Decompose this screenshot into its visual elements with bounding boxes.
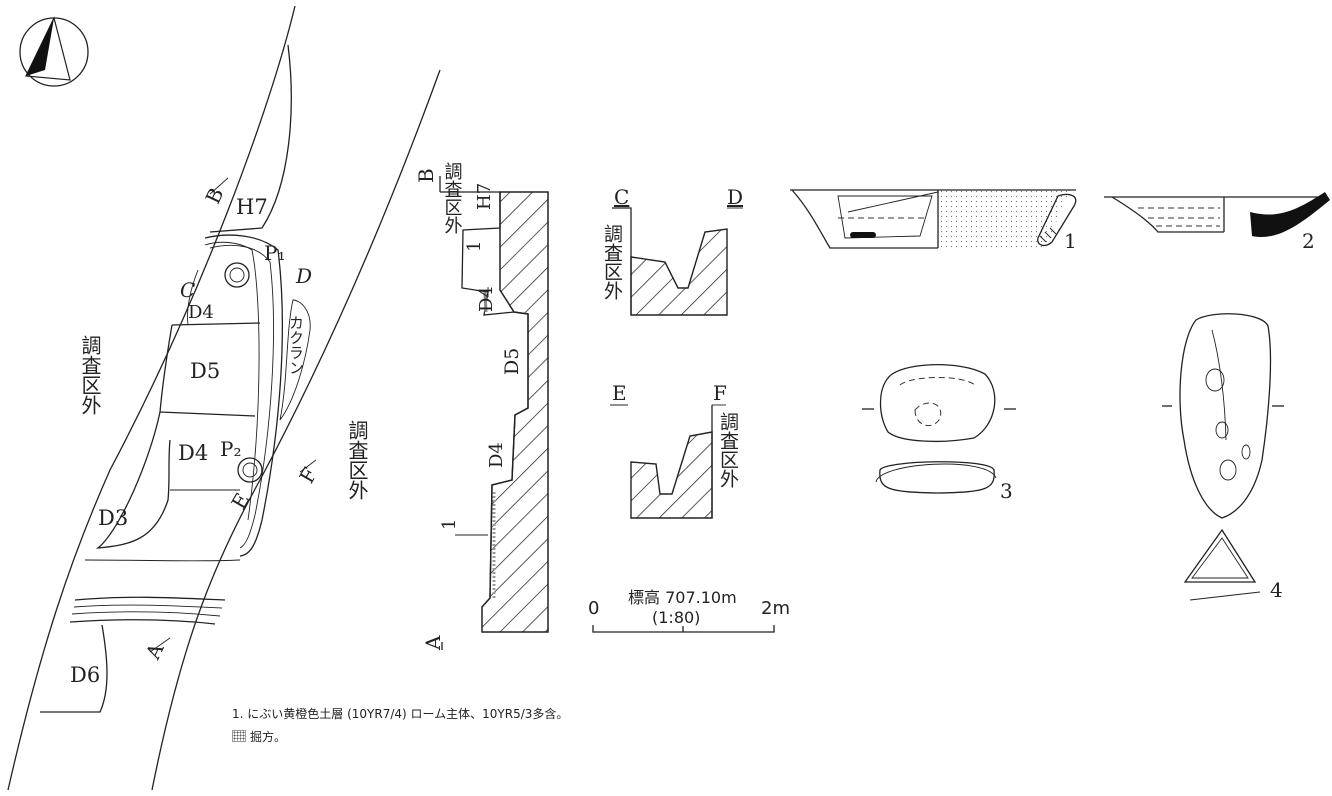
plan-label-d4-lower: D4 <box>178 441 208 465</box>
section-ef-hatch <box>630 431 713 519</box>
section-ab-label-1-bottom: 1 <box>439 519 460 530</box>
kakuran-outline <box>279 299 311 421</box>
artifact-3-label: 3 <box>1000 479 1013 503</box>
north-arrow-icon <box>19 16 89 87</box>
plan-label-d5: D5 <box>190 359 220 383</box>
section-ab-label-h7: H7 <box>474 183 495 210</box>
section-cd-label-c: C <box>614 185 629 209</box>
section-ef-label-f: F <box>713 381 727 405</box>
plan-label-kakuran: カクラン <box>287 315 305 375</box>
section-ef: E F 調査区外 <box>610 381 739 519</box>
section-ab-hatch <box>481 191 549 633</box>
section-ab-label-1-top: 1 <box>464 241 485 252</box>
plan-view: B H7 C D P₁ D4 D5 D4 P₂ E F D3 A D6 カクラン… <box>7 5 441 791</box>
dotted-swatch-icon <box>232 730 246 742</box>
artifact-4-stone: 4 <box>1162 313 1284 602</box>
plan-label-d3: D3 <box>98 506 128 530</box>
section-ef-label-outside: 調査区外 <box>717 412 739 488</box>
pit-p2 <box>237 457 263 483</box>
artifact-3-stone: 3 <box>862 363 1016 503</box>
scale-ratio-label: (1:80) <box>652 608 700 627</box>
plan-label-d6: D6 <box>70 663 100 687</box>
section-ab: B 調査区外 H7 1 D4 D5 D4 1 A <box>414 162 549 651</box>
plan-label-c: C <box>180 278 195 302</box>
section-ab-label-outside: 調査区外 <box>442 162 463 234</box>
dwelling-outer-wall <box>204 234 284 557</box>
note-excavation-text: 掘方。 <box>250 730 287 744</box>
artifact-2-label: 2 <box>1302 229 1315 253</box>
section-ab-label-b: B <box>414 168 438 183</box>
plan-label-b: B <box>201 184 229 207</box>
plan-label-outside-left: 調査区外 <box>78 335 102 415</box>
section-ab-label-d5: D5 <box>501 348 523 375</box>
section-ab-label-d4-lower: D4 <box>486 442 507 468</box>
section-ef-label-e: E <box>612 381 627 405</box>
survey-boundary-right <box>151 69 441 791</box>
plan-label-p1: P₁ <box>264 241 285 265</box>
section-ab-label-a: A <box>421 635 445 651</box>
d6-outline <box>40 624 108 713</box>
artifact-1-label: 1 <box>1064 229 1077 253</box>
section-cd-hatch <box>630 228 728 316</box>
scale-zero-label: 0 <box>588 598 599 619</box>
h7-outline <box>209 44 292 233</box>
plan-label-p2: P₂ <box>220 437 241 461</box>
pit-p1 <box>224 262 250 288</box>
plan-label-f: F <box>294 463 322 487</box>
section-ab-surface <box>440 191 529 608</box>
artifact-4-label: 4 <box>1270 578 1283 602</box>
artifact-2-plate: 2 <box>1104 192 1330 253</box>
dwelling-inner-wall <box>209 244 274 549</box>
artifact-2-profile <box>1250 192 1330 238</box>
plan-label-h7: H7 <box>236 195 268 219</box>
scale-elevation-label: 標高 707.10m <box>628 588 737 607</box>
plan-label-a: A <box>140 639 169 664</box>
scale-bar: 0 2m 標高 707.10m (1:80) <box>588 588 790 633</box>
note-layer1: 1. にぶい黄橙色土層 (10YR7/4) ローム主体、10YR5/3多含。 <box>232 707 569 721</box>
section-cd: C D 調査区外 <box>601 185 743 316</box>
survey-boundary-left <box>7 5 296 791</box>
plan-label-e: E <box>226 489 254 514</box>
plan-label-outside-right: 調査区外 <box>345 420 369 500</box>
section-ab-label-d4-upper: D4 <box>476 286 497 312</box>
section-cd-label-outside: 調査区外 <box>601 224 623 300</box>
plan-label-d: D <box>295 264 312 288</box>
artifact-1-bowl: 1 <box>790 189 1077 253</box>
plan-label-d4-upper: D4 <box>188 302 214 323</box>
note-excavation: 掘方。 <box>232 726 568 749</box>
section-cd-label-d: D <box>727 185 743 209</box>
notes: 1. にぶい黄橙色土層 (10YR7/4) ローム主体、10YR5/3多含。 掘… <box>232 703 568 749</box>
scale-max-label: 2m <box>761 598 790 619</box>
